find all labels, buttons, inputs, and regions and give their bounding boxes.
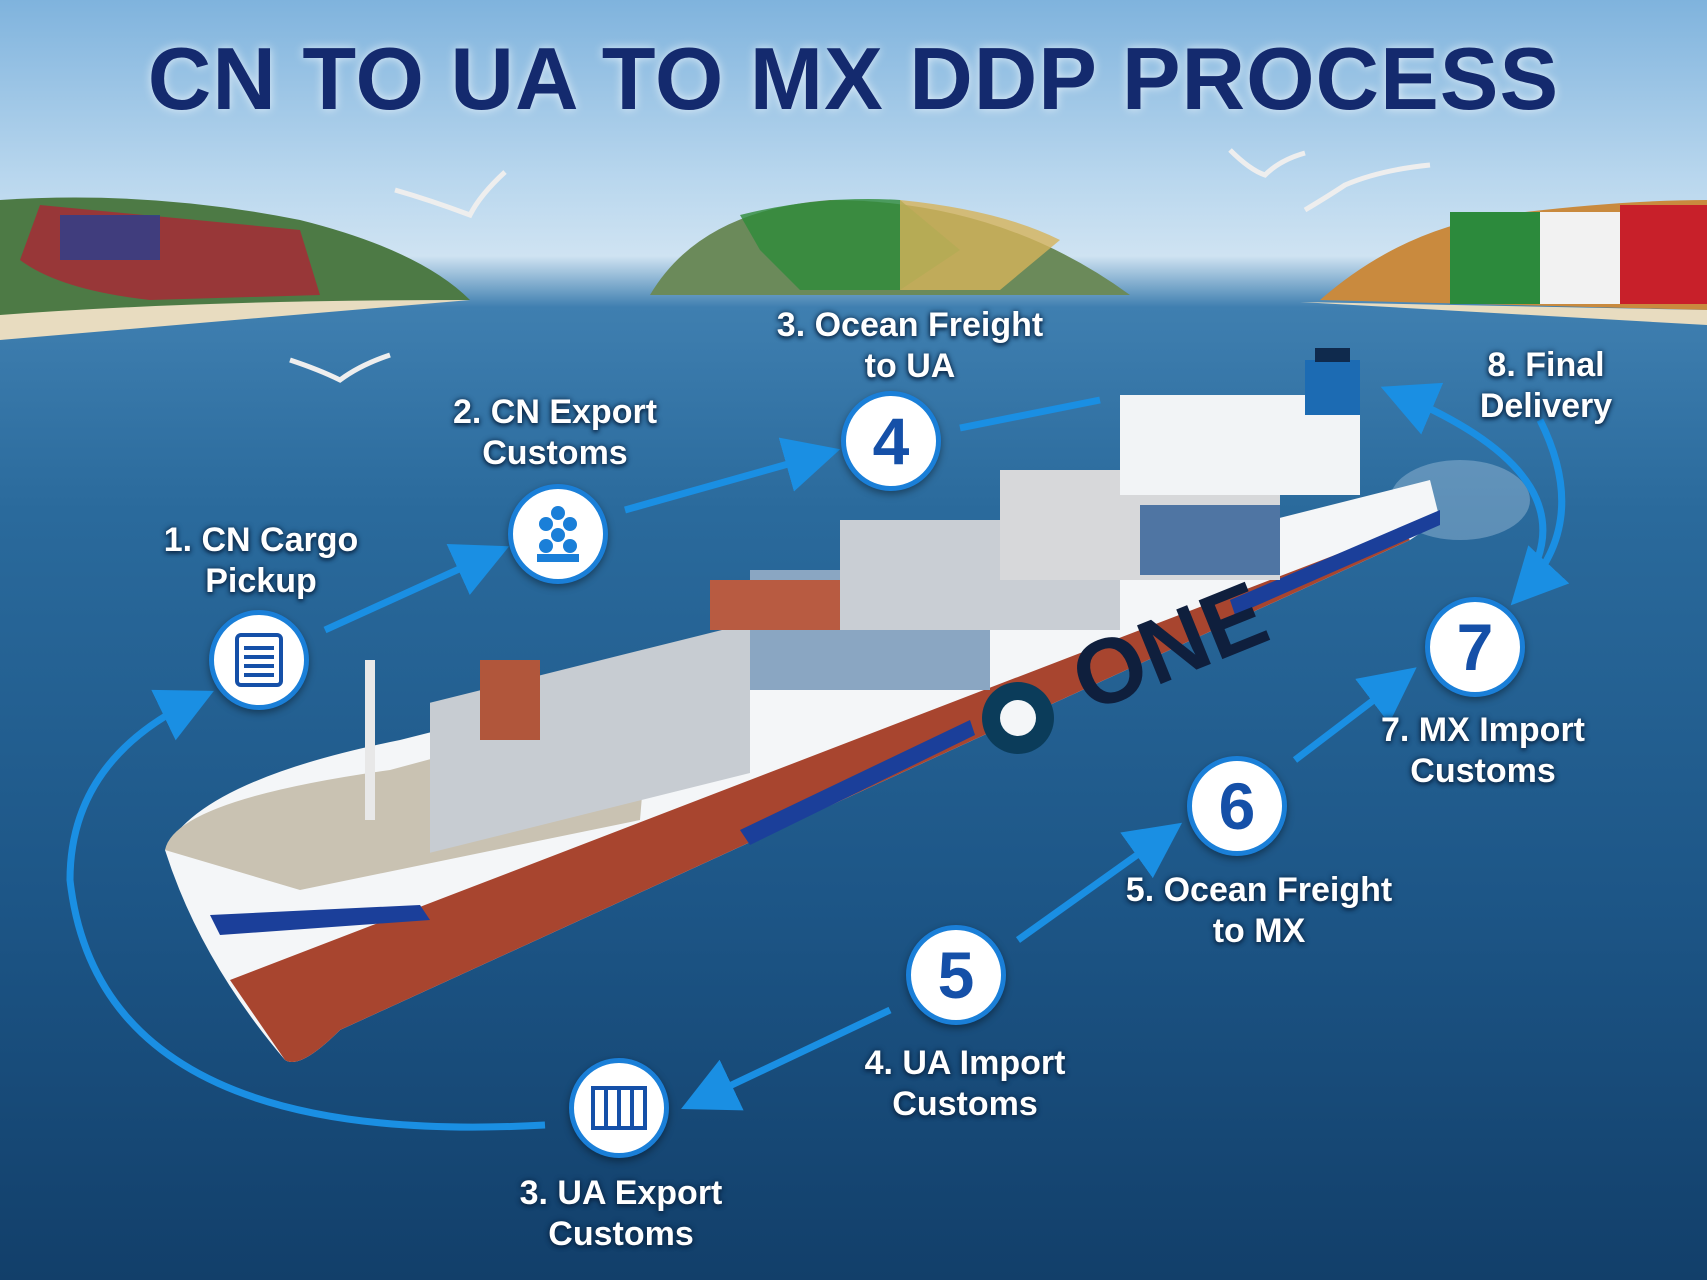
seagull-icon xyxy=(289,148,1431,383)
arrow-4-ship xyxy=(959,396,1101,432)
arrow-5-6 xyxy=(1015,822,1183,943)
step-cargo-pickup-circle xyxy=(209,610,309,710)
page-title: CN TO UA TO MX DDP PROCESS xyxy=(147,29,1560,128)
container-ship xyxy=(165,348,1440,1062)
arrow-6-7 xyxy=(1292,667,1417,763)
arrow-final-down xyxy=(1510,418,1570,606)
step-number-5: 5 xyxy=(906,925,1006,1025)
step-ua-export-circle xyxy=(569,1058,669,1158)
customs-stamp-icon xyxy=(537,506,579,562)
step-export-customs-circle xyxy=(508,484,608,584)
warehouse-icon xyxy=(591,1086,647,1130)
arrow-2-4 xyxy=(624,437,841,514)
left-beach xyxy=(0,300,470,340)
step-number-7: 7 xyxy=(1425,597,1525,697)
arrow-1-2 xyxy=(323,543,510,634)
step-number-6: 6 xyxy=(1187,756,1287,856)
process-arrows xyxy=(66,382,1570,1131)
step-number-4: 4 xyxy=(841,391,941,491)
arrow-5-ua xyxy=(681,1006,892,1111)
document-list-icon xyxy=(235,633,283,687)
arrow-ua-1 xyxy=(66,689,546,1131)
